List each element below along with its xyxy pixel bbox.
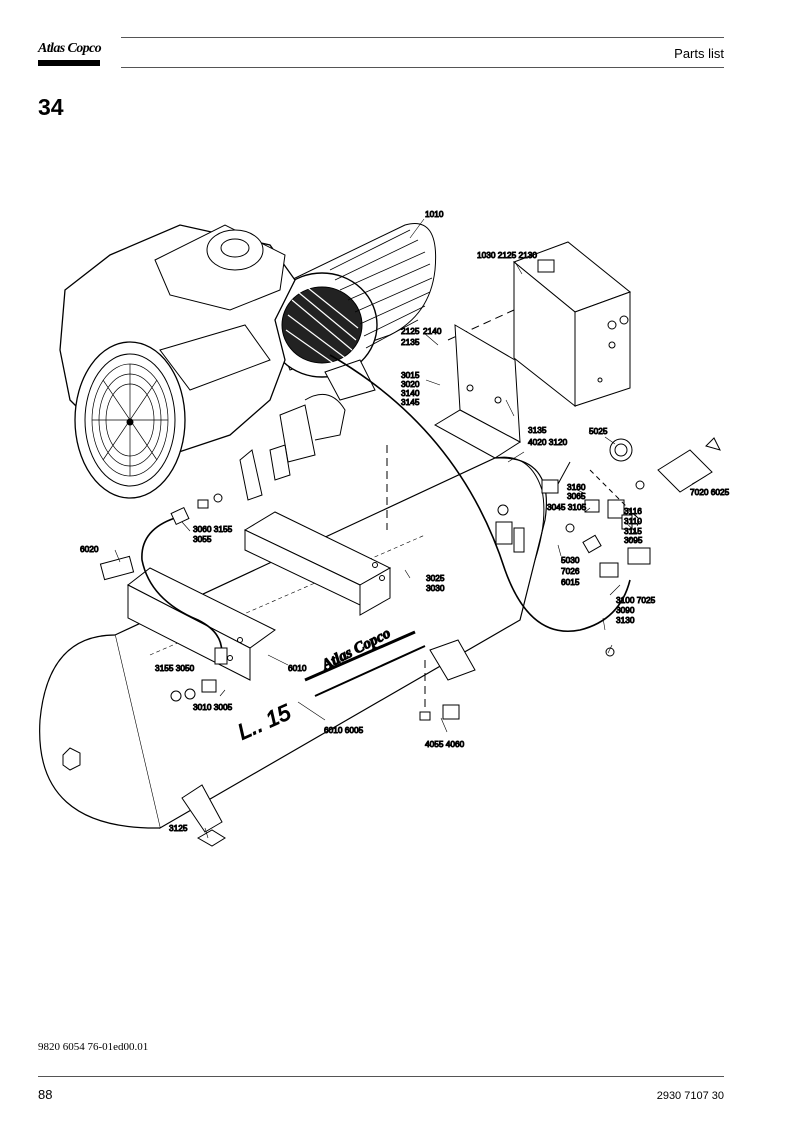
callout-6015: 6015: [561, 577, 580, 587]
callout-3115: 3115: [624, 526, 642, 536]
tank-cradle-rear: [243, 511, 392, 616]
callout-4055: 4055 4060: [425, 739, 465, 749]
callout-3100: 3100 7025: [616, 595, 656, 605]
mounting-bracket: [433, 324, 521, 459]
callout-2125: 2125: [401, 326, 420, 336]
callout-3090: 3090: [616, 605, 635, 615]
callout-1030: 1030 2125 2130: [477, 250, 537, 260]
section-number: 34: [38, 94, 64, 120]
warning-label-6020: [99, 555, 135, 581]
fittings: [170, 437, 721, 721]
callout-3145: 3145: [401, 397, 420, 407]
callout-3116: 3116: [624, 506, 642, 516]
callout-3020: 3020: [401, 379, 420, 389]
electric-motor: [259, 223, 437, 401]
callout-3140: 3140: [401, 388, 420, 398]
control-box: [513, 241, 632, 408]
callout-3045: 3045 3105: [547, 502, 587, 512]
header-rule-bottom: [121, 67, 724, 68]
callout-3125: 3125: [169, 823, 188, 833]
callout-3155: 3155 3050: [155, 663, 195, 673]
callout-2140: 2140: [423, 326, 442, 336]
callout-5030: 5030: [561, 555, 580, 565]
atlas-copco-logo: Atlas Copco: [38, 40, 102, 67]
callout-3060: 3060 3155: [193, 524, 233, 534]
header-rule-top: [121, 37, 724, 38]
callout-2135: 2135: [401, 337, 420, 347]
page-header-title: Parts list: [674, 46, 724, 61]
page-number: 88: [38, 1087, 53, 1102]
callout-3015: 3015: [401, 370, 420, 380]
callout-3030: 3030: [426, 583, 445, 593]
callout-3025: 3025: [426, 573, 445, 583]
footer-rule: [38, 1076, 724, 1077]
callout-1010: 1010: [425, 209, 444, 219]
callout-5025: 5025: [589, 426, 608, 436]
receiver-tank: Atlas Copco L.. 15: [39, 456, 547, 829]
compressor-pump: [59, 224, 346, 501]
callout-4020: 4020 3120: [528, 437, 568, 447]
leader-lines: [114, 218, 707, 839]
exploded-parts-diagram: Atlas Copco L.. 15: [39, 209, 730, 847]
callout-6010: 6010: [288, 663, 307, 673]
callout-7026: 7026: [561, 566, 580, 576]
callout-3160: 3160: [567, 482, 586, 492]
tank-feet: [181, 639, 476, 847]
callout-3135: 3135: [528, 425, 547, 435]
document-number: 2930 7107 30: [656, 1090, 724, 1102]
callout-3130: 3130: [616, 615, 635, 625]
callout-3055: 3055: [193, 534, 212, 544]
flexible-hose-right: [329, 354, 631, 632]
flexible-hose-left: [141, 517, 223, 663]
callout-6010-6005: 6010 6005: [324, 725, 364, 735]
callout-3110: 3110: [624, 516, 642, 526]
callout-3010: 3010 3005: [193, 702, 233, 712]
callout-6020: 6020: [80, 544, 99, 554]
logo-bar: [38, 60, 100, 66]
callout-3065: 3065: [567, 491, 586, 501]
drawing-reference: 9820 6054 76-01ed00.01: [38, 1041, 149, 1053]
callout-7020: 7020 6025: [690, 487, 730, 497]
callout-3095: 3095: [624, 535, 643, 545]
logo-wordmark: Atlas Copco: [38, 41, 102, 56]
